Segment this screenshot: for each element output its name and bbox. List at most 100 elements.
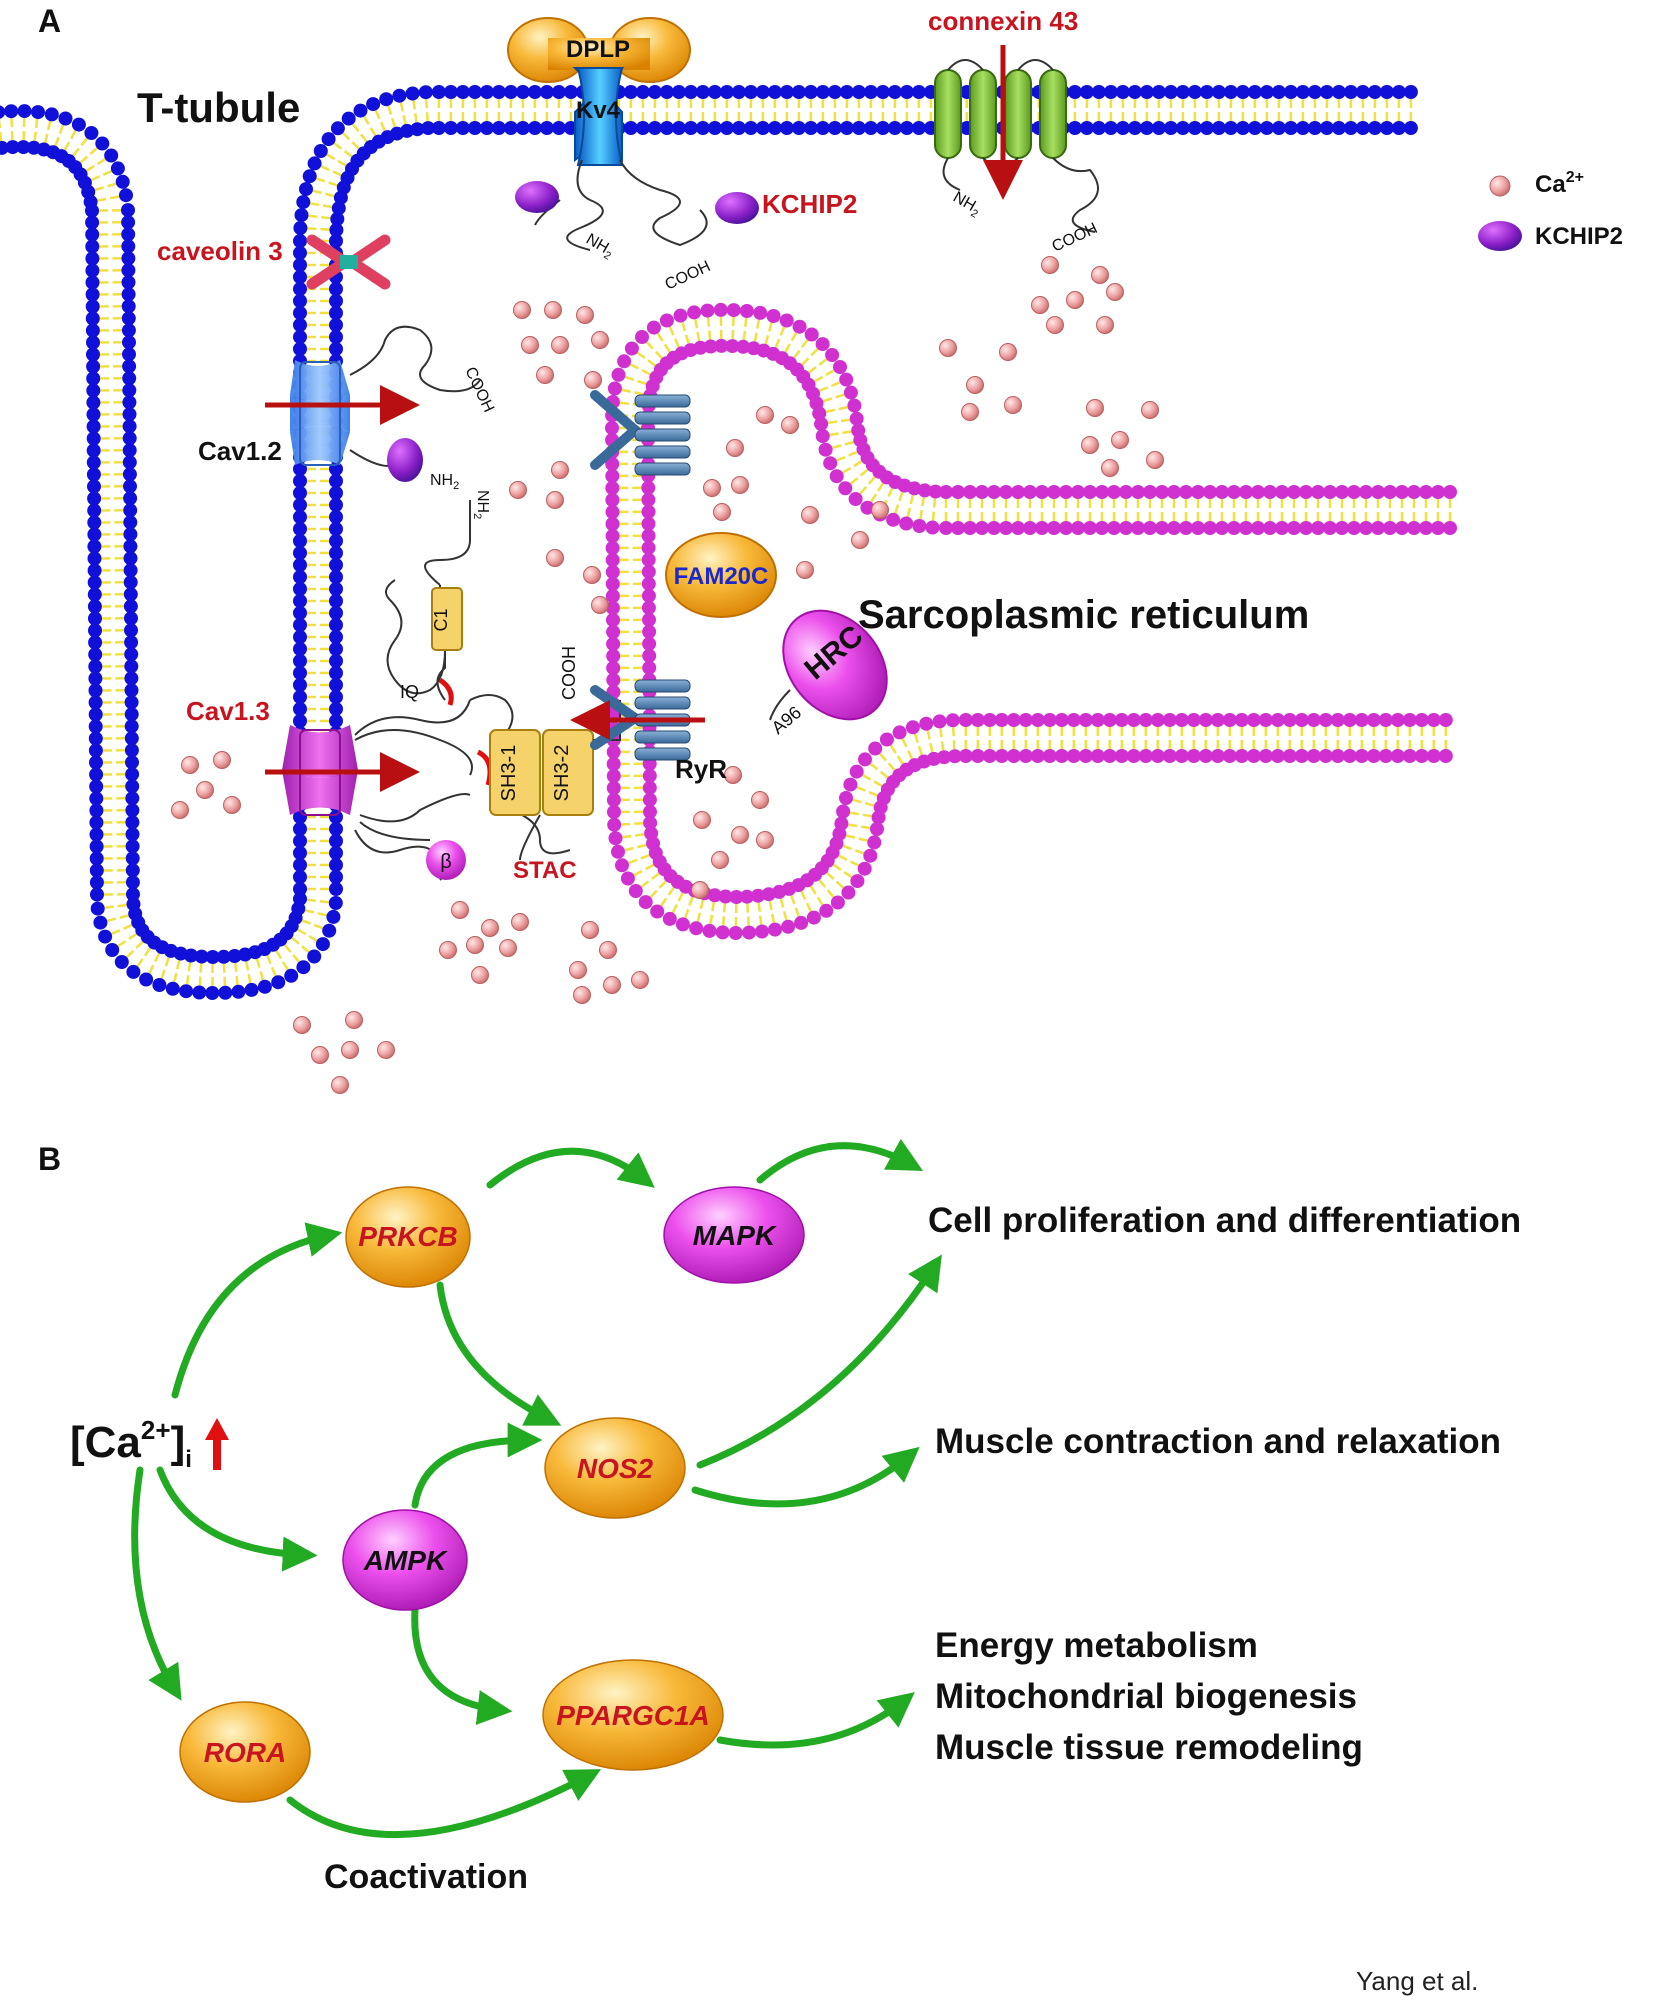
beta-subunit — [426, 840, 466, 880]
fam20c-protein — [665, 532, 777, 618]
flux-arrows — [265, 45, 1023, 792]
calcium-ion — [1081, 436, 1099, 454]
calcium-ion — [569, 961, 587, 979]
cav1-3-label: Cav1.3 — [186, 696, 270, 726]
kv4-nh2-label: NH2 — [582, 231, 617, 263]
t-tubule-label: T-tubule — [137, 84, 300, 131]
coactivation-label: Coactivation — [324, 1858, 528, 1896]
cav1-2-nh2-label: NH2 — [430, 472, 459, 492]
caveolin-3-label: caveolin 3 — [157, 236, 283, 266]
kv4-label: Kv4 — [576, 97, 621, 124]
legend-kchip2-swatch — [1478, 221, 1522, 251]
calcium-ion — [1091, 266, 1109, 284]
increase-arrow-icon — [205, 1418, 229, 1470]
calcium-ion — [796, 561, 814, 579]
stac-label: STAC — [513, 857, 577, 884]
legend: Ca2+ KCHIP2 — [1478, 169, 1623, 251]
sh3-1-label: SH3-1 — [498, 745, 520, 802]
calcium-ion — [966, 376, 984, 394]
calcium-ion — [599, 941, 617, 959]
arrow-mapk-to-prolif — [756, 1138, 924, 1184]
calcium-ion — [1066, 291, 1084, 309]
calcium-ion — [521, 336, 539, 354]
arrow-prkcb-to-nos2 — [436, 1281, 562, 1426]
calcium-ion — [439, 941, 457, 959]
calcium-ions-layer — [171, 256, 1164, 1094]
calcium-ion — [961, 403, 979, 421]
calcium-ion — [724, 766, 742, 784]
arrow-ampk-to-ppargc1a — [411, 1606, 513, 1725]
dplp-label: DPLP — [566, 36, 630, 63]
calcium-ion — [1101, 459, 1119, 477]
node-rora: RORA — [179, 1701, 311, 1803]
calcium-level-label: [Ca2+]i — [70, 1415, 229, 1473]
calcium-ion — [756, 406, 774, 424]
calcium-ion — [851, 531, 869, 549]
outcome-contraction: Muscle contraction and relaxation — [935, 1422, 1501, 1461]
arrow-ca-to-prkcb — [171, 1222, 343, 1399]
calcium-ion — [939, 339, 957, 357]
calcium-ion — [726, 439, 744, 457]
calcium-ion — [1096, 316, 1114, 334]
calcium-ion — [511, 913, 529, 931]
kv4-cooh-label: COOH — [663, 258, 714, 294]
calcium-ion — [1141, 401, 1159, 419]
cav1-2-channel — [290, 360, 350, 466]
calcium-ion — [691, 881, 709, 899]
calcium-ion — [196, 781, 214, 799]
svg-text:PPARGC1A: PPARGC1A — [556, 1700, 710, 1731]
calcium-ion — [1031, 296, 1049, 314]
stac-cooh-label: COOH — [559, 646, 579, 700]
legend-kchip2-label: KCHIP2 — [1535, 223, 1623, 250]
svg-text:NOS2: NOS2 — [577, 1453, 654, 1484]
calcium-ion — [591, 596, 609, 614]
pathway-arrows — [131, 1138, 942, 1839]
calcium-ion — [703, 479, 721, 497]
calcium-ion — [171, 801, 189, 819]
calcium-ion — [1086, 399, 1104, 417]
cav1-2-label: Cav1.2 — [198, 436, 282, 466]
calcium-ion — [631, 971, 649, 989]
kv4-tails — [534, 159, 708, 251]
sarcoplasmic-reticulum-membrane — [605, 302, 1457, 940]
calcium-ion — [591, 331, 609, 349]
ryr-label: RyR — [675, 754, 727, 784]
calcium-ion — [466, 936, 484, 954]
svg-text:MAPK: MAPK — [693, 1220, 777, 1251]
calcium-ion — [509, 481, 527, 499]
calcium-ion — [731, 826, 749, 844]
calcium-ion — [536, 366, 554, 384]
calcium-ion — [801, 506, 819, 524]
calcium-ion — [584, 371, 602, 389]
node-ppargc1a: PPARGC1A — [542, 1659, 724, 1771]
svg-text:PRKCB: PRKCB — [358, 1221, 458, 1252]
calcium-ion — [713, 503, 731, 521]
cav1-3-nh2-label: NH2 — [471, 490, 491, 519]
outcome-energy: Energy metabolism — [935, 1626, 1258, 1665]
kchip2-protein-left — [515, 181, 559, 213]
calcium-ion — [293, 1016, 311, 1034]
beta-label: β — [440, 851, 452, 873]
calcium-ion — [471, 966, 489, 984]
calcium-ion — [546, 491, 564, 509]
calcium-ion — [213, 751, 231, 769]
c1-domain — [431, 587, 463, 651]
sh3-2-label: SH3-2 — [551, 745, 573, 802]
calcium-ion — [499, 939, 517, 957]
calcium-ion — [576, 306, 594, 324]
arrow-ca-to-rora — [131, 1466, 182, 1701]
calcium-ion — [551, 336, 569, 354]
calcium-ion — [181, 756, 199, 774]
panel-b-label: B — [38, 1141, 61, 1177]
a96-label: A96 — [768, 702, 805, 738]
node-ampk: AMPK — [342, 1509, 468, 1611]
calcium-ion — [603, 976, 621, 994]
calcium-ion — [345, 1011, 363, 1029]
calcium-ion — [581, 921, 599, 939]
calcium-ion — [1046, 316, 1064, 334]
hrc-protein — [782, 609, 888, 721]
node-mapk: MAPK — [663, 1186, 805, 1284]
legend-ca-swatch — [1489, 175, 1511, 197]
svg-text:AMPK: AMPK — [363, 1545, 448, 1576]
